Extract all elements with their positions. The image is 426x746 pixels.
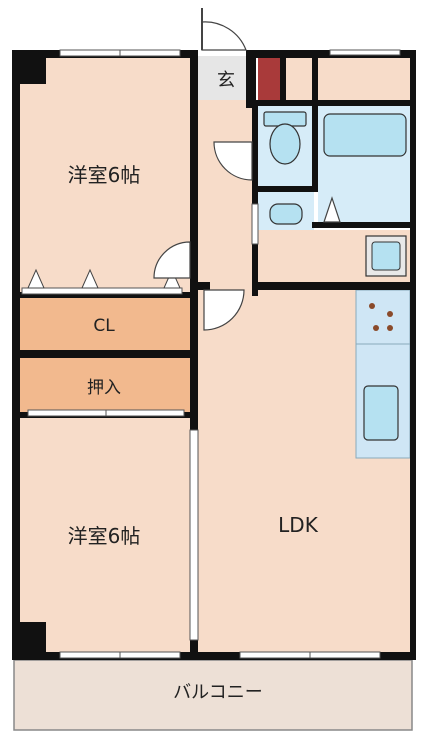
windows: [59, 49, 401, 659]
bathtub: [323, 113, 407, 157]
hallway-floor: [198, 100, 254, 288]
washroom-sliding-door: [251, 203, 259, 245]
kitchen-sink: [363, 385, 399, 441]
wall-bath-bottom: [312, 222, 416, 228]
wall-outer-right: [410, 50, 416, 658]
ldk-door: [203, 289, 245, 331]
wall-entrance-right: [246, 50, 256, 108]
wall-cl-top: [12, 292, 198, 298]
burner-2: [387, 311, 393, 317]
closet-floor: [18, 298, 192, 350]
lower-room-sliding-door: [189, 429, 199, 641]
window-storage: [329, 49, 401, 56]
wall-washroom-bottom: [252, 282, 416, 290]
column-top-left: [12, 50, 46, 84]
floors: [13, 56, 414, 731]
western-room-upper-label: 洋室6帖: [68, 163, 141, 187]
oshiire-label: 押入: [87, 378, 121, 398]
wall-cabinet-right: [280, 50, 286, 106]
entrance-label: 玄: [217, 70, 235, 91]
fixtures: [263, 111, 410, 441]
burner-3: [373, 325, 379, 331]
room-labels: 洋室6帖 CL 押入 洋室6帖 LDK 玄 バルコニー: [68, 70, 319, 703]
oshiire-floor: [18, 358, 192, 412]
balcony-label: バルコニー: [173, 682, 263, 703]
closet-door-marks: [27, 268, 181, 289]
balcony-floor: [13, 659, 413, 731]
column-bottom-left: [12, 622, 46, 658]
wall-toilet-right: [312, 100, 318, 192]
entrance-floor: [198, 56, 254, 100]
toilet-bowl: [269, 123, 301, 165]
wall-hall-ldk: [190, 282, 210, 290]
sliding-doors: [21, 203, 259, 641]
closet-door-mark-3: [163, 268, 181, 289]
wall-storage-divider: [312, 50, 318, 106]
shoe-cabinet: [258, 56, 280, 100]
toilet-door: [213, 141, 253, 181]
closet-label: CL: [93, 316, 115, 336]
closet-sliding-door: [21, 287, 183, 295]
swing-doors: [153, 8, 341, 331]
wall-hall-right: [252, 100, 258, 296]
entrance-door: [201, 21, 247, 51]
bath-door-mark: [323, 196, 341, 223]
washbasin: [269, 203, 303, 225]
burner-4: [387, 325, 393, 331]
storage-upper-right: [286, 56, 412, 100]
wall-wet-top: [252, 100, 416, 106]
washing-machine-pan-inner: [371, 241, 401, 271]
wall-cl-bottom: [12, 350, 198, 358]
closet-door-mark-1: [27, 268, 45, 289]
upper-room-door: [153, 241, 191, 279]
wall-toilet-bottom: [252, 186, 318, 192]
western-room-lower-label: 洋室6帖: [68, 524, 141, 548]
ldk-label: LDK: [278, 513, 319, 537]
closet-door-mark-2: [81, 268, 99, 289]
burner-1: [369, 303, 375, 309]
western-room-lower-floor: [18, 418, 192, 656]
wall-outer-bottom: [12, 652, 416, 660]
